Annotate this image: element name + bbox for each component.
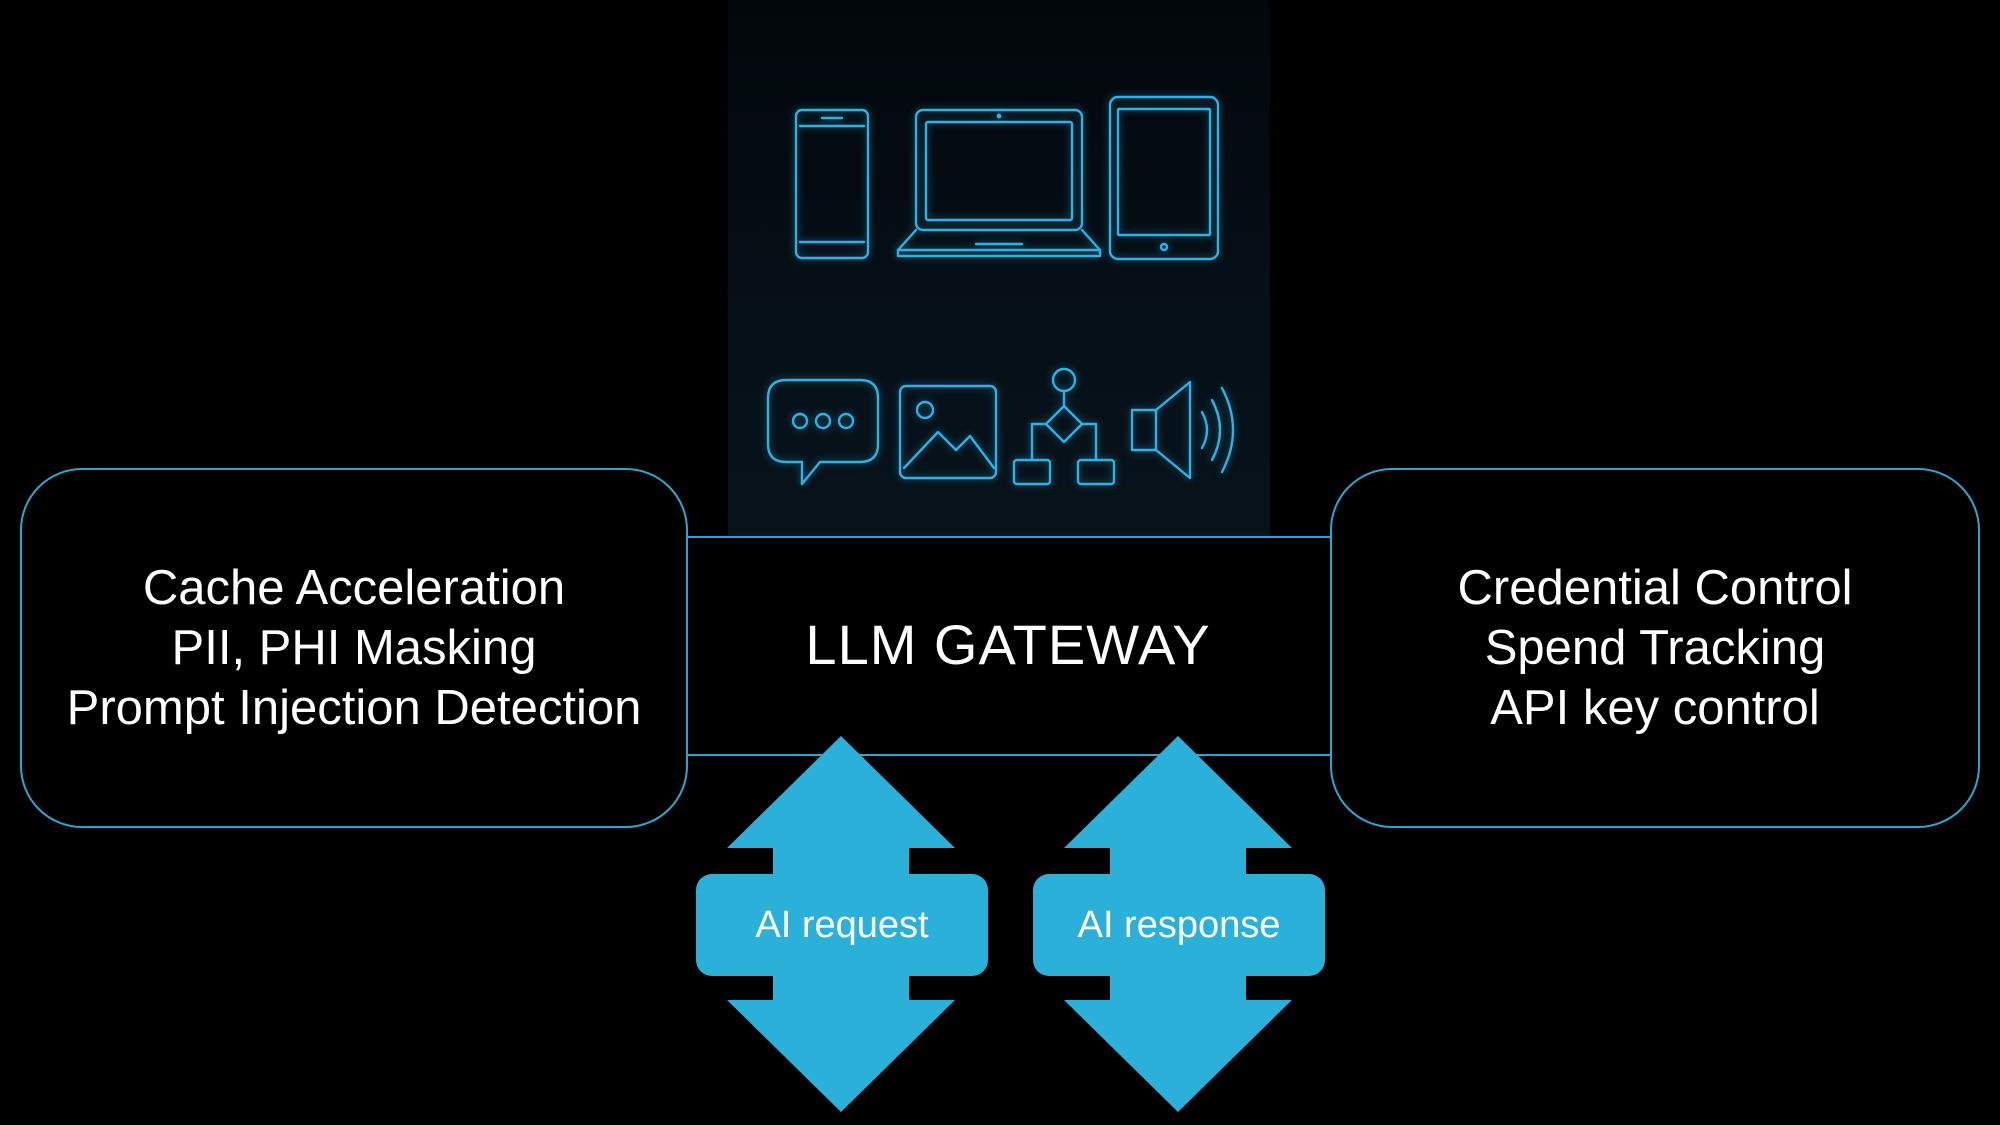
gateway-band (686, 536, 1330, 756)
ai-request-label: AI request (696, 874, 988, 976)
ai-response-label: AI response (1033, 874, 1325, 976)
tablet-icon (1108, 95, 1220, 261)
speaker-icon (1130, 380, 1235, 480)
flowchart-icon (1012, 367, 1116, 486)
feature-pii-phi-masking: PII, PHI Masking (171, 621, 537, 675)
left-features-box: Cache Acceleration PII, PHI Masking Prom… (20, 468, 688, 828)
right-features-box: Credential Control Spend Tracking API ke… (1330, 468, 1980, 828)
icon-panel-background (728, 0, 1270, 537)
feature-api-key-control: API key control (1490, 681, 1820, 735)
smartphone-icon (794, 108, 870, 260)
gateway-title: LLM GATEWAY (805, 613, 1211, 676)
chat-bubble-icon (766, 378, 880, 486)
feature-cache-acceleration: Cache Acceleration (142, 561, 566, 615)
laptop-icon (896, 108, 1102, 258)
image-icon (898, 384, 998, 480)
feature-credential-control: Credential Control (1457, 561, 1853, 615)
feature-prompt-injection-detection: Prompt Injection Detection (66, 681, 642, 735)
feature-spend-tracking: Spend Tracking (1484, 621, 1826, 675)
